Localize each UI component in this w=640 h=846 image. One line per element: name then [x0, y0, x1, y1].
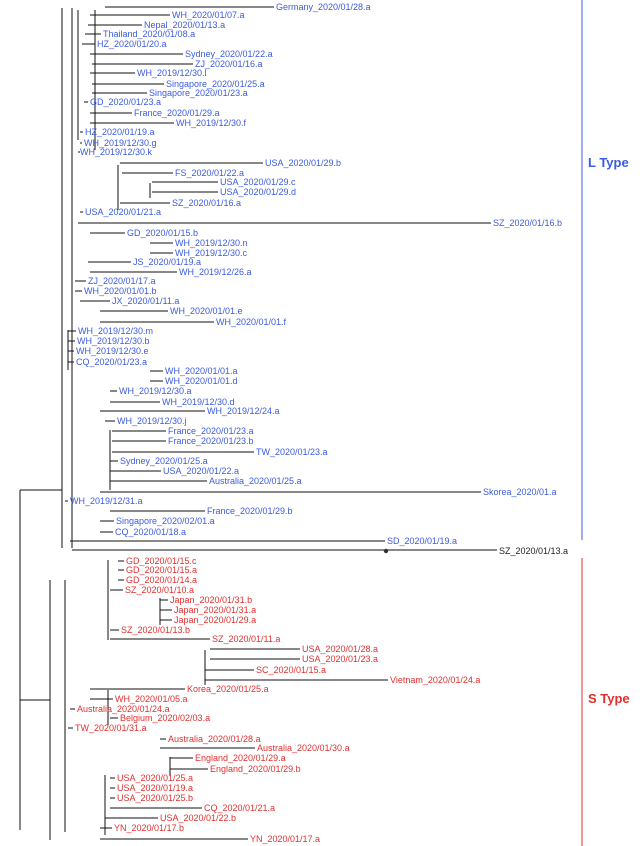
l-type-leaf-label: HZ_2020/01/19.a	[85, 127, 155, 137]
l-type-leaf-label: WH_2020/01/01.d	[165, 376, 238, 386]
l-type-leaf-label: Nepal_2020/01/13.a	[144, 20, 225, 30]
l-type-leaf-label: Australia_2020/01/25.a	[209, 476, 302, 486]
l-type-leaf-label: WH_2020/01/01.b	[84, 286, 157, 296]
outgroup-leaf-label: SZ_2020/01/13.a	[499, 546, 568, 556]
s-type-leaf-label: GD_2020/01/15.a	[126, 565, 197, 575]
l-type-leaf-label: USA_2020/01/29.b	[265, 158, 341, 168]
l-type-leaf-label: WH_2019/12/30.g	[84, 138, 157, 148]
s-type-leaf-label: USA_2020/01/25.a	[117, 773, 193, 783]
l-type-leaf-label: Skorea_2020/01.a	[483, 487, 557, 497]
s-type-leaf-label: WH_2020/01/05.a	[115, 694, 188, 704]
outgroup-node-marker	[383, 548, 389, 554]
l-type-leaf-label: ZJ_2020/01/17.a	[88, 276, 156, 286]
s-type-leaf-label: SZ_2020/01/13.b	[121, 625, 190, 635]
s-type-leaf-label: England_2020/01/29.a	[195, 753, 286, 763]
l-type-leaf-label: WH_2020/01/07.a	[172, 10, 245, 20]
l-type-leaf-label: SZ_2020/01/16.a	[172, 198, 241, 208]
s-type-leaf-label: SC_2020/01/15.a	[256, 665, 326, 675]
l-type-leaf-label: France_2020/01/29.b	[207, 506, 293, 516]
s-type-leaf-label: YN_2020/01/17.b	[114, 823, 184, 833]
l-type-leaf-label: WH_2020/01/01.e	[170, 306, 243, 316]
s-type-leaf-label: GD_2020/01/14.a	[126, 575, 197, 585]
s-type-leaf-label: USA_2020/01/25.b	[117, 793, 193, 803]
s-type-leaf-label: Vietnam_2020/01/24.a	[390, 675, 480, 685]
l-type-leaf-label: CQ_2020/01/18.a	[115, 527, 186, 537]
l-type-leaf-label: WH_2019/12/30.b	[77, 336, 150, 346]
l-type-leaf-label: USA_2020/01/22.a	[163, 466, 239, 476]
l-type-leaf-label: SD_2020/01/19.a	[387, 536, 457, 546]
s-type-leaf-label: England_2020/01/29.b	[210, 764, 301, 774]
l-type-leaf-label: WH_2019/12/30.d	[162, 397, 235, 407]
s-type-leaf-label: Korea_2020/01/25.a	[187, 684, 269, 694]
l-type-leaf-label: France_2020/01/29.a	[134, 108, 220, 118]
s-type-leaf-label: Japan_2020/01/29.a	[174, 615, 256, 625]
s-type-leaf-label: Australia_2020/01/24.a	[77, 704, 170, 714]
l-type-leaf-label: WH_2019/12/30.e	[76, 346, 149, 356]
s-type-leaf-label: USA_2020/01/28.a	[302, 644, 378, 654]
l-type-leaf-label: WH_2019/12/30.m	[78, 326, 153, 336]
s-type-leaf-label: USA_2020/01/22.b	[160, 813, 236, 823]
s-type-leaf-label: Australia_2020/01/30.a	[257, 743, 350, 753]
l-type-leaf-label: JX_2020/01/11.a	[112, 296, 179, 306]
l-type-leaf-label: ZJ_2020/01/16.a	[195, 59, 263, 69]
l-type-leaf-label: WH_2019/12/30.k	[80, 147, 153, 157]
l-type-leaf-label: WH_2019/12/30.f	[176, 118, 247, 128]
l-type-leaf-label: WH_2020/01/01.a	[165, 366, 238, 376]
s-type-leaf-label: YN_2020/01/17.a	[250, 834, 320, 844]
l-type-leaf-label: WH_2019/12/30.n	[175, 238, 248, 248]
l-type-leaf-label: WH_2019/12/30.l	[137, 68, 207, 78]
s-type-leaf-label: SZ_2020/01/11.a	[212, 634, 280, 644]
l-type-leaf-label: USA_2020/01/29.c	[220, 177, 296, 187]
l-type-leaf-label: GD_2020/01/23.a	[90, 97, 161, 107]
l-type-leaf-label: HZ_2020/01/20.a	[97, 39, 167, 49]
s-type-leaf-label: Australia_2020/01/28.a	[168, 734, 261, 744]
s-type-leaf-label: TW_2020/01/31.a	[75, 723, 147, 733]
l-type-leaf-label: GD_2020/01/15.b	[127, 228, 198, 238]
l-type-leaf-label: Germany_2020/01/28.a	[276, 2, 371, 12]
s-type-leaf-label: SZ_2020/01/10.a	[125, 585, 194, 595]
s-type-group-label: S Type	[588, 691, 630, 706]
s-type-leaf-label: USA_2020/01/19.a	[117, 783, 193, 793]
l-type-leaf-label: FS_2020/01/22.a	[175, 168, 244, 178]
l-type-leaf-label: WH_2019/12/30.a	[119, 386, 192, 396]
l-type-leaf-label: Sydney_2020/01/25.a	[120, 456, 208, 466]
s-type-leaf-label: Japan_2020/01/31.b	[170, 595, 252, 605]
l-type-leaf-label: WH_2019/12/30.j	[117, 416, 187, 426]
l-type-leaf-label: WH_2020/01/01.f	[216, 317, 287, 327]
l-type-leaf-label: Thailand_2020/01/08.a	[103, 29, 195, 39]
s-type-leaf-label: CQ_2020/01/21.a	[204, 803, 275, 813]
l-type-leaf-label: WH_2019/12/26.a	[179, 267, 252, 277]
l-type-leaf-label: Sydney_2020/01/22.a	[185, 49, 273, 59]
l-type-leaf-label: France_2020/01/23.a	[168, 426, 254, 436]
l-type-group-label: L Type	[588, 155, 629, 170]
l-type-leaf-label: Singapore_2020/01/23.a	[149, 88, 248, 98]
l-type-leaf-label: WH_2019/12/30.c	[175, 248, 248, 258]
l-type-leaf-label: USA_2020/01/21.a	[85, 207, 161, 217]
l-type-leaf-label: WH_2019/12/24.a	[207, 406, 280, 416]
s-type-leaf-label: Japan_2020/01/31.a	[174, 605, 256, 615]
l-type-leaf-label: SZ_2020/01/16.b	[493, 218, 562, 228]
l-type-leaf-label: USA_2020/01/29.d	[220, 187, 296, 197]
l-type-leaf-label: Singapore_2020/02/01.a	[116, 516, 215, 526]
s-type-leaf-label: USA_2020/01/23.a	[302, 654, 378, 664]
l-type-leaf-label: WH_2019/12/31.a	[70, 496, 143, 506]
l-type-leaf-label: JS_2020/01/19.a	[133, 257, 201, 267]
l-type-leaf-label: France_2020/01/23.b	[168, 436, 254, 446]
l-type-leaf-label: Singapore_2020/01/25.a	[166, 79, 265, 89]
l-type-leaf-label: TW_2020/01/23.a	[256, 447, 328, 457]
s-type-leaf-label: GD_2020/01/15.c	[126, 556, 197, 566]
s-type-leaf-label: Belgium_2020/02/03.a	[120, 713, 210, 723]
l-type-leaf-label: CQ_2020/01/23.a	[76, 357, 147, 367]
